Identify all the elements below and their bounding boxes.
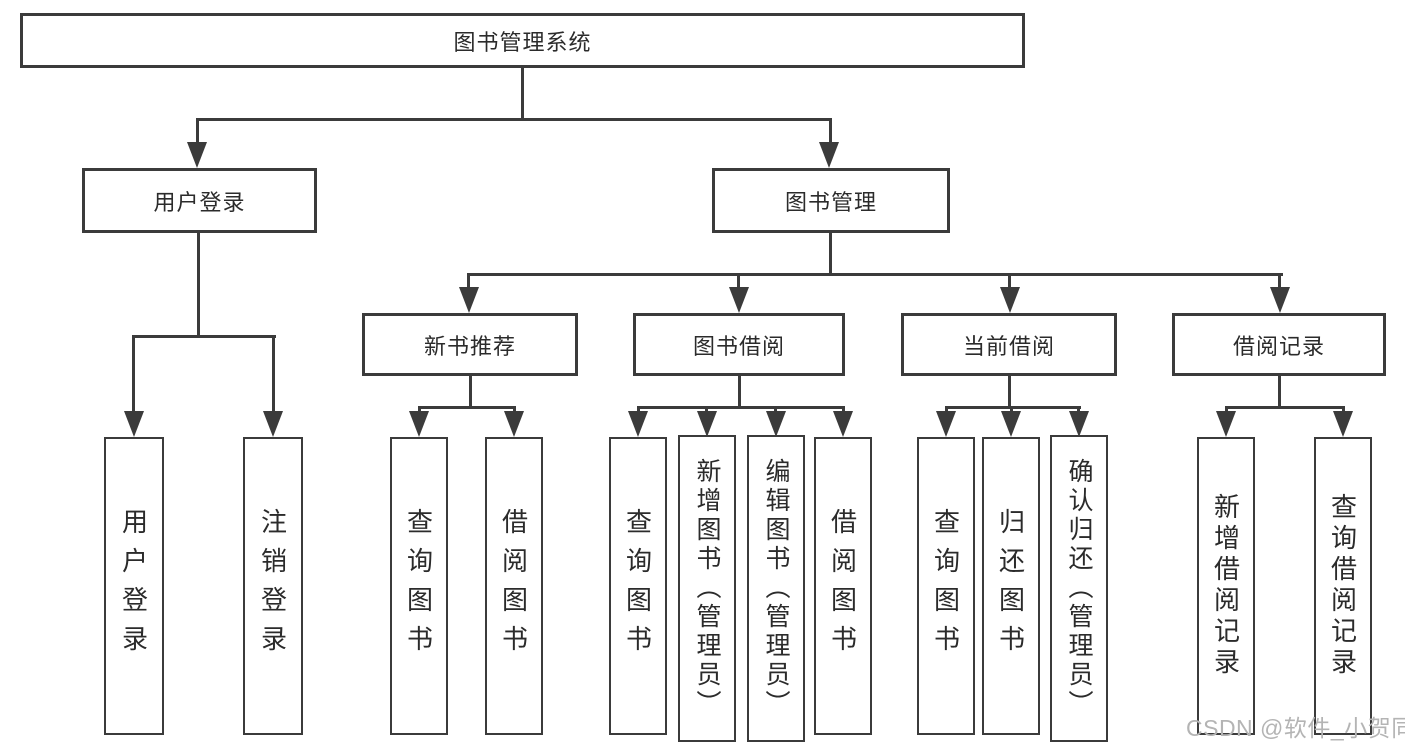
node-confirm-return-admin: 确认归还（管理员）: [1050, 435, 1108, 742]
connector-line: [737, 273, 740, 291]
connector-line: [1010, 406, 1013, 415]
connector-line: [132, 335, 135, 417]
arrowhead-down-icon: [1069, 411, 1089, 437]
node-return-books: 归还图书: [982, 437, 1040, 735]
arrowhead-down-icon: [504, 411, 524, 437]
connector-line: [945, 406, 948, 415]
connector-line: [774, 406, 777, 415]
arrowhead-down-icon: [766, 411, 786, 437]
node-user-login-branch: 用户登录: [82, 168, 317, 233]
connector-line: [1342, 406, 1345, 415]
node-logout-login: 注销登录: [243, 437, 303, 735]
connector-line: [467, 273, 1283, 276]
node-add-books-admin: 新增图书（管理员）: [678, 435, 736, 742]
connector-line: [272, 335, 275, 417]
connector-line: [738, 376, 741, 408]
node-query-books-borrow: 查询图书: [609, 437, 667, 735]
node-borrow-books-recommend: 借阅图书: [485, 437, 543, 735]
node-root: 图书管理系统: [20, 13, 1025, 68]
connector-line: [829, 118, 832, 150]
node-edit-books-admin: 编辑图书（管理员）: [747, 435, 805, 742]
node-book-management: 图书管理: [712, 168, 950, 233]
arrowhead-down-icon: [729, 287, 749, 313]
connector-line: [197, 233, 200, 337]
connector-line: [521, 68, 524, 121]
arrowhead-down-icon: [124, 411, 144, 437]
arrowhead-down-icon: [833, 411, 853, 437]
connector-line: [637, 406, 640, 415]
connector-line: [1008, 376, 1011, 408]
arrowhead-down-icon: [263, 411, 283, 437]
connector-line: [196, 118, 832, 121]
node-new-book-recommend: 新书推荐: [362, 313, 578, 376]
connector-line: [1278, 273, 1281, 291]
arrowhead-down-icon: [187, 142, 207, 168]
node-borrow-records: 借阅记录: [1172, 313, 1386, 376]
arrowhead-down-icon: [1000, 287, 1020, 313]
watermark: CSDN @软件_小贺同学: [1186, 715, 1405, 741]
connector-line: [637, 406, 845, 409]
arrowhead-down-icon: [1001, 411, 1021, 437]
connector-line: [467, 273, 470, 291]
node-borrow-books: 借阅图书: [814, 437, 872, 735]
connector-line: [418, 406, 421, 415]
arrowhead-down-icon: [697, 411, 717, 437]
connector-line: [1008, 273, 1011, 291]
arrowhead-down-icon: [936, 411, 956, 437]
connector-line: [1278, 376, 1281, 408]
connector-line: [418, 406, 516, 409]
arrowhead-down-icon: [1216, 411, 1236, 437]
arrowhead-down-icon: [1270, 287, 1290, 313]
node-add-borrow-record: 新增借阅记录: [1197, 437, 1255, 735]
connector-line: [1225, 406, 1228, 415]
arrowhead-down-icon: [628, 411, 648, 437]
connector-line: [705, 406, 708, 415]
node-query-books-recommend: 查询图书: [390, 437, 448, 735]
connector-line: [842, 406, 845, 415]
arrowhead-down-icon: [1333, 411, 1353, 437]
arrowhead-down-icon: [459, 287, 479, 313]
connector-line: [1077, 406, 1080, 415]
arrowhead-down-icon: [409, 411, 429, 437]
connector-line: [196, 118, 199, 150]
connector-line: [1225, 406, 1345, 409]
node-book-borrow: 图书借阅: [633, 313, 845, 376]
connector-line: [132, 335, 276, 338]
node-user-login: 用户登录: [104, 437, 164, 735]
node-query-books-current: 查询图书: [917, 437, 975, 735]
connector-line: [829, 233, 832, 275]
node-query-borrow-record: 查询借阅记录: [1314, 437, 1372, 735]
arrowhead-down-icon: [819, 142, 839, 168]
connector-line: [469, 376, 472, 408]
connector-line: [513, 406, 516, 415]
connector-line: [945, 406, 1081, 409]
node-current-borrow: 当前借阅: [901, 313, 1117, 376]
